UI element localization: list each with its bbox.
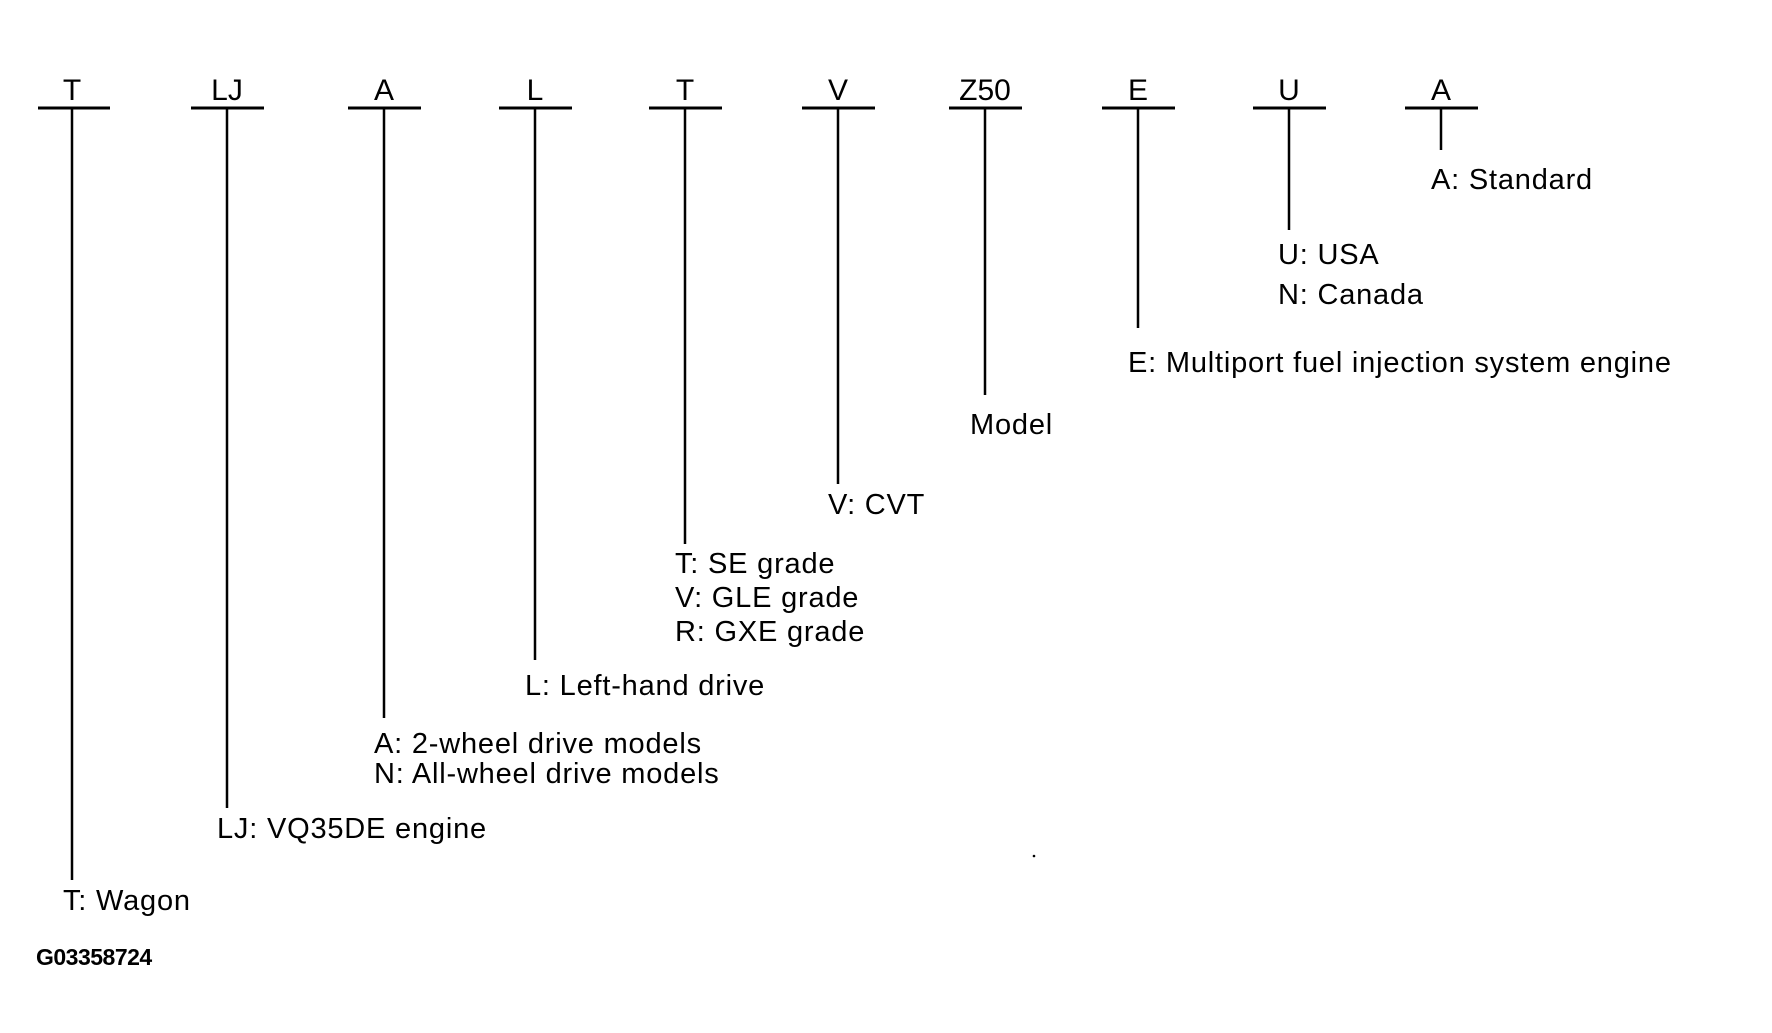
code-letter-6: V — [828, 74, 848, 107]
code-labels: T T: Wagon LJ LJ: VQ35DE engine A A: 2-wheel … — [63, 74, 1672, 917]
code-description-5-2: V: GLE grade — [675, 582, 859, 614]
code-description-9-1: U: USA — [1278, 239, 1380, 271]
code-description-3-2: N: All-wheel drive models — [374, 758, 720, 790]
figure-id: G03358724 — [36, 944, 152, 970]
connector-lines — [38, 106, 1478, 880]
code-description-1-1: T: Wagon — [63, 885, 191, 917]
code-letter-10: A — [1431, 74, 1451, 107]
code-letter-7: Z50 — [959, 74, 1011, 107]
code-description-4-1: L: Left-hand drive — [525, 670, 765, 702]
code-description-9-2: N: Canada — [1278, 279, 1424, 311]
code-description-2-1: LJ: VQ35DE engine — [217, 813, 487, 845]
code-description-7-1: Model — [970, 409, 1053, 441]
code-description-8-1: E: Multiport fuel injection system engin… — [1128, 347, 1672, 379]
code-description-5-3: R: GXE grade — [675, 616, 865, 648]
code-letter-3: A — [374, 74, 394, 107]
stray-dot — [1032, 854, 1036, 858]
code-description-5-1: T: SE grade — [675, 548, 835, 580]
code-description-10-1: A: Standard — [1431, 164, 1593, 196]
code-letter-8: E — [1128, 74, 1148, 107]
code-letter-4: L — [527, 74, 544, 107]
code-letter-5: T — [676, 74, 694, 107]
code-letter-2: LJ — [211, 74, 243, 107]
code-description-3-1: A: 2-wheel drive models — [374, 728, 702, 760]
code-description-6-1: V: CVT — [828, 489, 925, 521]
code-letter-1: T — [63, 74, 81, 107]
code-letter-9: U — [1278, 74, 1300, 107]
